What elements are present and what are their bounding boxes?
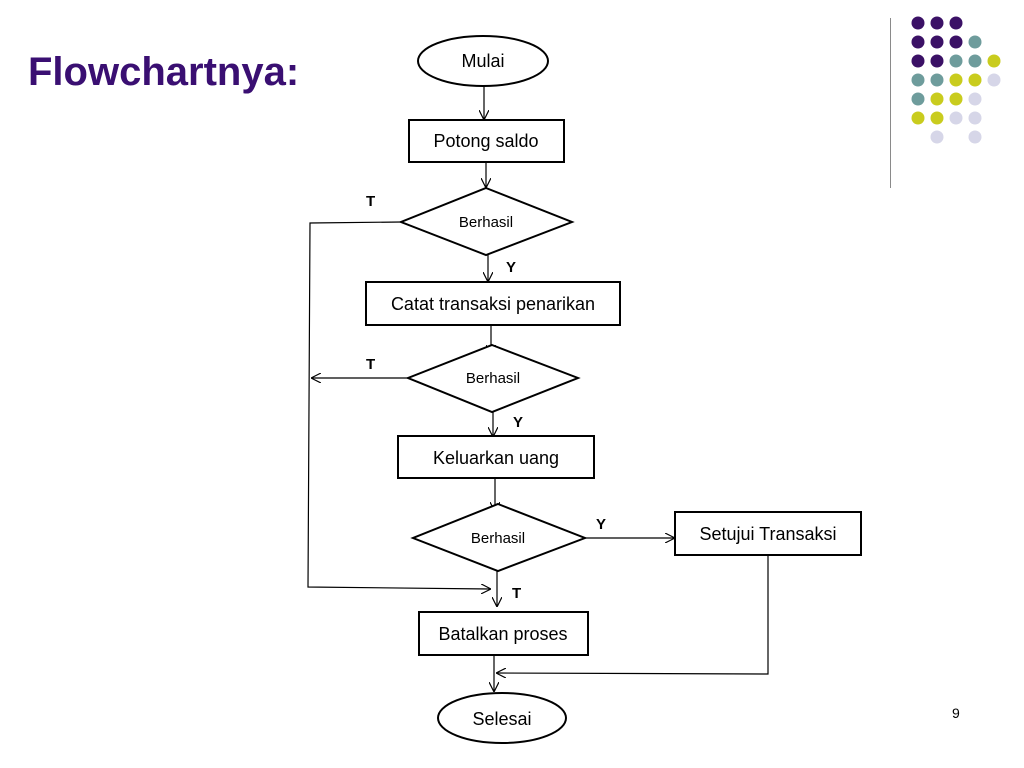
- decorative-dot: [930, 111, 944, 125]
- node-setujui-transaksi-label: Setujui Transaksi: [699, 524, 836, 544]
- node-catat-transaksi: Catat transaksi penarikan: [365, 281, 621, 326]
- decorative-dot: [968, 73, 982, 87]
- decorative-dot: [949, 92, 963, 106]
- slide-title: Flowchartnya:: [28, 50, 300, 94]
- decorative-dot: [930, 54, 944, 68]
- decorative-dot: [949, 16, 963, 30]
- decorative-dot: [930, 16, 944, 30]
- decorative-dot: [987, 54, 1001, 68]
- decorative-dot: [911, 92, 925, 106]
- node-start-label: Mulai: [461, 51, 504, 71]
- decorative-dot: [930, 130, 944, 144]
- decorative-dot: [911, 111, 925, 125]
- node-start: Mulai: [417, 35, 549, 87]
- node-end: Selesai: [437, 692, 567, 744]
- edge-label-d3-false: T: [512, 585, 521, 602]
- title-divider-line: [890, 18, 891, 188]
- edge-label-d1-false: T: [366, 193, 375, 210]
- decorative-dot: [930, 73, 944, 87]
- decorative-dot-grid: [911, 16, 1001, 144]
- edge-label-d1-true: Y: [506, 259, 516, 276]
- node-keluarkan-uang: Keluarkan uang: [397, 435, 595, 479]
- decorative-dot: [930, 35, 944, 49]
- page-number: 9: [952, 705, 960, 721]
- decorative-dot: [911, 16, 925, 30]
- decorative-dot: [987, 73, 1001, 87]
- edge-label-d3-true: Y: [596, 516, 606, 533]
- node-catat-transaksi-label: Catat transaksi penarikan: [391, 294, 595, 314]
- decision-1: Berhasil: [398, 186, 575, 257]
- decorative-dot: [949, 54, 963, 68]
- decision-3-label: Berhasil: [471, 530, 525, 547]
- decorative-dot: [968, 92, 982, 106]
- decorative-dot: [949, 111, 963, 125]
- edge-label-d2-false: T: [366, 356, 375, 373]
- decorative-dot: [911, 54, 925, 68]
- node-setujui-transaksi: Setujui Transaksi: [674, 511, 862, 556]
- decision-2: Berhasil: [405, 343, 581, 414]
- decorative-dot: [949, 35, 963, 49]
- decision-3: Berhasil: [410, 502, 588, 573]
- decorative-dot: [949, 73, 963, 87]
- decorative-dot: [968, 111, 982, 125]
- node-batalkan-proses: Batalkan proses: [418, 611, 589, 656]
- edge-setujui-to-selesai: [497, 555, 769, 674]
- decorative-dot: [968, 35, 982, 49]
- decorative-dot: [911, 35, 925, 49]
- decision-2-label: Berhasil: [466, 370, 520, 387]
- flowchart-edges: [307, 86, 769, 691]
- node-keluarkan-uang-label: Keluarkan uang: [433, 448, 559, 468]
- decorative-dot: [968, 130, 982, 144]
- edge-label-d2-true: Y: [513, 414, 523, 431]
- decorative-dot: [911, 73, 925, 87]
- node-potong-saldo-label: Potong saldo: [433, 131, 538, 151]
- decision-1-label: Berhasil: [459, 214, 513, 231]
- edge-d1-false-to-batalkan: [307, 221, 490, 589]
- node-potong-saldo: Potong saldo: [408, 119, 565, 163]
- decorative-dot: [968, 54, 982, 68]
- node-batalkan-proses-label: Batalkan proses: [438, 624, 567, 644]
- decorative-dot: [930, 92, 944, 106]
- node-end-label: Selesai: [472, 709, 531, 729]
